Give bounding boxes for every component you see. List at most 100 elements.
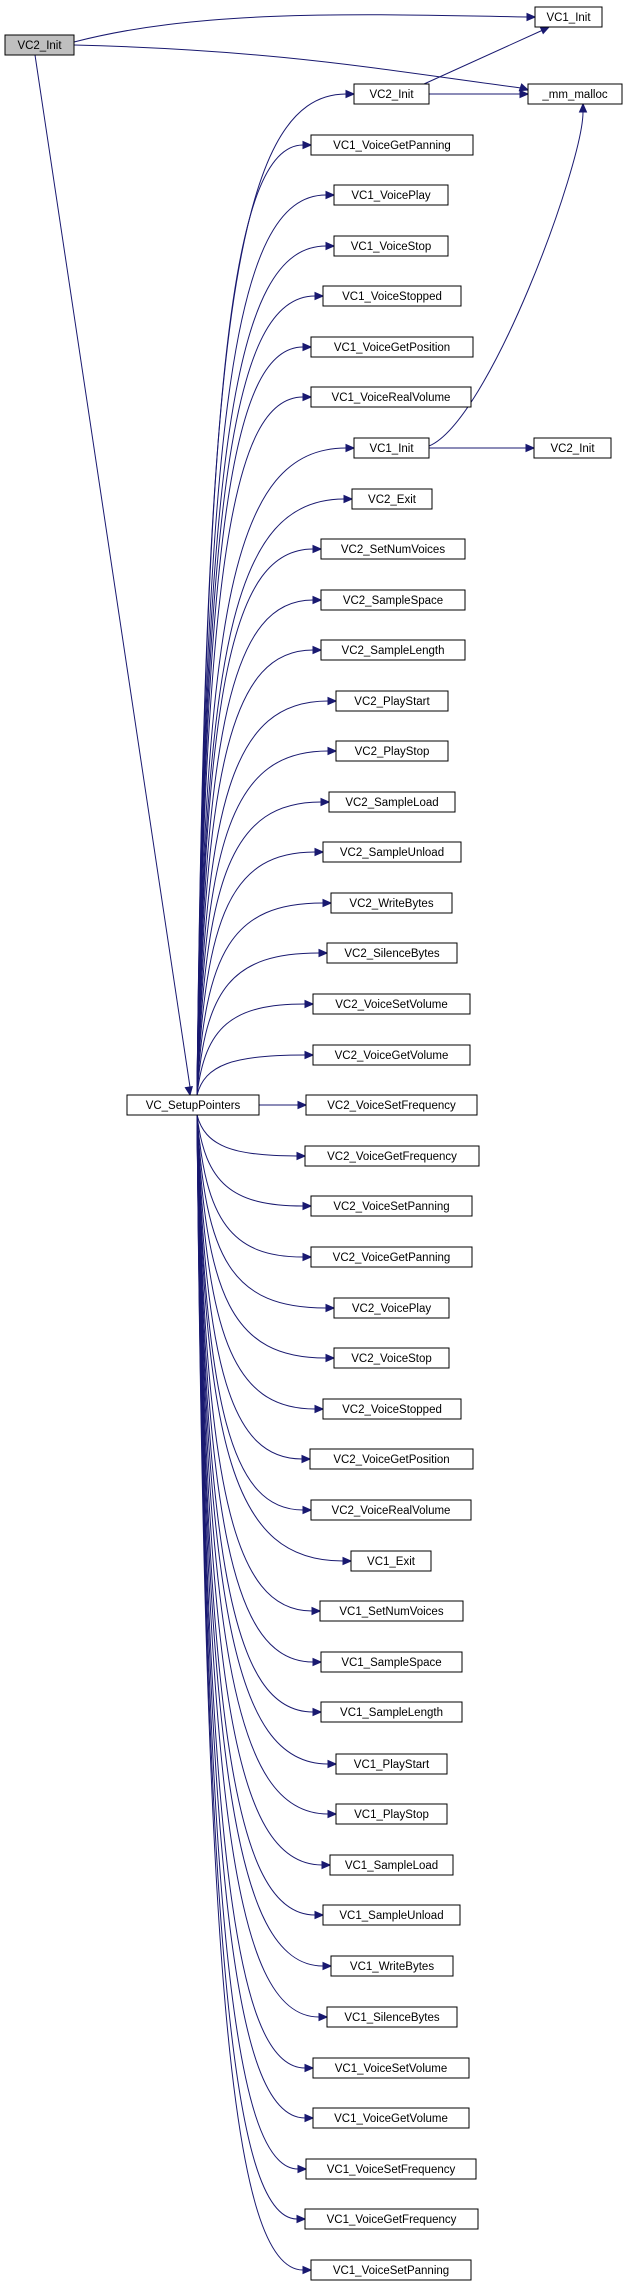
node-label: VC1_SetNumVoices xyxy=(339,1606,443,1618)
graph-node-vc2-init-b[interactable]: VC2_Init xyxy=(353,83,430,105)
node-box xyxy=(305,2158,477,2180)
node-box xyxy=(322,841,462,863)
graph-node-vc2-voicesetpanning[interactable]: VC2_VoiceSetPanning xyxy=(310,1195,473,1217)
graph-node-vc2-voicesetvolume[interactable]: VC2_VoiceSetVolume xyxy=(312,993,471,1015)
graph-node-vc1-voicesetpanning[interactable]: VC1_VoiceSetPanning xyxy=(310,2259,472,2281)
edge-vc_setuppointers-to-vc1_voiceplay xyxy=(196,194,327,1096)
graph-node-vc2-exit[interactable]: VC2_Exit xyxy=(351,488,433,510)
graph-node-vc2-playstart[interactable]: VC2_PlayStart xyxy=(335,690,449,712)
node-label: VC1_VoiceGetPanning xyxy=(333,140,451,152)
edge-vc_setuppointers-to-vc2_playstop xyxy=(196,750,329,1096)
graph-node-vc2-playstop[interactable]: VC2_PlayStop xyxy=(335,740,449,762)
graph-node-vc1-silencebytes[interactable]: VC1_SilenceBytes xyxy=(326,2006,458,2028)
node-label: VC2_VoiceGetVolume xyxy=(335,1050,449,1062)
graph-node-vc1-sampleload[interactable]: VC1_SampleLoad xyxy=(329,1854,454,1876)
edge-vc_setuppointers-to-vc2_playstart xyxy=(196,700,329,1096)
node-box xyxy=(4,34,75,56)
node-box xyxy=(351,488,433,510)
graph-node-vc2-voicerealvolume[interactable]: VC2_VoiceRealVolume xyxy=(310,1499,472,1521)
node-label: VC1_Exit xyxy=(367,1556,416,1568)
edge-vc_setuppointers-to-vc2_voiceplay xyxy=(196,1114,327,1309)
edge-vc_setuppointers-to-vc1_voicesetpanning xyxy=(196,1114,304,2271)
node-box xyxy=(310,1499,472,1521)
graph-node-vc-setuppointers[interactable]: VC_SetupPointers xyxy=(126,1094,260,1116)
arrowhead-vc_setuppointers-to-vc1_samplelength xyxy=(312,1707,323,1717)
node-box xyxy=(333,1347,450,1369)
graph-node-vc1-voicegetvolume[interactable]: VC1_VoiceGetVolume xyxy=(312,2107,470,2129)
node-label: VC1_Init xyxy=(369,443,414,455)
node-label: VC2_VoiceSetPanning xyxy=(333,1201,449,1213)
node-box xyxy=(310,134,474,156)
graph-node-vc1-exit[interactable]: VC1_Exit xyxy=(350,1550,432,1572)
graph-node-vc1-playstart[interactable]: VC1_PlayStart xyxy=(335,1753,448,1775)
node-label: VC2_VoiceStop xyxy=(351,1353,432,1365)
node-box xyxy=(310,2259,472,2281)
node-label: VC1_VoiceSetVolume xyxy=(335,2063,448,2075)
arrowhead-vc_setuppointers-to-vc1_voicerealvolume xyxy=(302,392,313,402)
graph-node-vc1-voicerealvolume[interactable]: VC1_VoiceRealVolume xyxy=(310,386,472,408)
graph-node-vc1-voicegetposition[interactable]: VC1_VoiceGetPosition xyxy=(310,336,474,358)
graph-node-vc2-sampleunload[interactable]: VC2_SampleUnload xyxy=(322,841,462,863)
graph-node-vc2-voicegetvolume[interactable]: VC2_VoiceGetVolume xyxy=(312,1044,471,1066)
graph-node-vc2-voicestop[interactable]: VC2_VoiceStop xyxy=(333,1347,450,1369)
graph-node-vc2-voicesetfrequency[interactable]: VC2_VoiceSetFrequency xyxy=(305,1094,478,1116)
graph-node-vc1-voiceplay[interactable]: VC1_VoicePlay xyxy=(333,184,449,206)
edge-vc_setuppointers-to-vc2_setnumvoices xyxy=(196,548,314,1096)
graph-node-vc2-voicegetposition[interactable]: VC2_VoiceGetPosition xyxy=(309,1448,474,1470)
graph-node-vc1-voicesetvolume[interactable]: VC1_VoiceSetVolume xyxy=(312,2057,470,2079)
graph-node-vc1-voicegetfrequency[interactable]: VC1_VoiceGetFrequency xyxy=(304,2208,479,2230)
arrowhead-root-to-mm_malloc xyxy=(518,83,530,92)
node-label: VC2_SetNumVoices xyxy=(341,544,445,556)
node-label: VC2_SilenceBytes xyxy=(344,948,439,960)
arrowhead-vc_setuppointers-to-vc1_playstop xyxy=(327,1809,338,1819)
graph-node-vc1-init-a[interactable]: VC1_Init xyxy=(534,6,603,28)
node-box xyxy=(350,1550,432,1572)
graph-node-vc2-init-c[interactable]: VC2_Init xyxy=(533,437,612,459)
edge-root-to-mm_malloc xyxy=(73,44,522,89)
graph-node-vc1-samplelength[interactable]: VC1_SampleLength xyxy=(320,1701,463,1723)
node-box xyxy=(312,2107,470,2129)
graph-node-vc1-voicestopped[interactable]: VC1_VoiceStopped xyxy=(322,285,462,307)
graph-node-root[interactable]: VC2_Init xyxy=(4,34,75,56)
edge-vc_setuppointers-to-vc2_samplelength xyxy=(196,649,314,1096)
graph-node-vc1-playstop[interactable]: VC1_PlayStop xyxy=(335,1803,448,1825)
node-box xyxy=(527,83,623,105)
graph-node-vc1-init-b[interactable]: VC1_Init xyxy=(353,437,430,459)
arrowhead-vc_setuppointers-to-vc1_writebytes xyxy=(322,1961,333,1971)
graph-node-vc1-voicestop[interactable]: VC1_VoiceStop xyxy=(333,235,449,257)
graph-node-vc2-voicestopped[interactable]: VC2_VoiceStopped xyxy=(322,1398,462,1420)
node-box xyxy=(309,1448,474,1470)
graph-node-vc2-sampleload[interactable]: VC2_SampleLoad xyxy=(328,791,456,813)
graph-node-vc1-sampleunload[interactable]: VC1_SampleUnload xyxy=(322,1904,461,1926)
arrowhead-vc_setuppointers-to-vc2_voicerealvolume xyxy=(302,1505,313,1515)
graph-node-vc2-samplespace[interactable]: VC2_SampleSpace xyxy=(320,589,466,611)
node-label: VC1_SampleLoad xyxy=(345,1860,438,1872)
graph-node-vc1-voicesetfrequency[interactable]: VC1_VoiceSetFrequency xyxy=(305,2158,477,2180)
graph-node-vc2-writebytes[interactable]: VC2_WriteBytes xyxy=(330,892,453,914)
graph-node-vc2-setnumvoices[interactable]: VC2_SetNumVoices xyxy=(320,538,466,560)
node-label: VC2_VoiceGetPanning xyxy=(333,1252,451,1264)
node-label: VC2_SampleSpace xyxy=(343,595,443,607)
graph-node-vc2-voicegetfrequency[interactable]: VC2_VoiceGetFrequency xyxy=(304,1145,480,1167)
node-label: VC2_VoiceGetPosition xyxy=(333,1454,449,1466)
nodes-layer: VC2_InitVC1_Init_mm_mallocVC2_InitVC1_Vo… xyxy=(4,6,623,2281)
node-box xyxy=(320,538,466,560)
graph-node-vc1-setnumvoices[interactable]: VC1_SetNumVoices xyxy=(319,1600,464,1622)
node-label: VC2_Init xyxy=(550,443,595,455)
node-label: VC2_VoiceSetFrequency xyxy=(327,1100,456,1112)
graph-node-vc1-writebytes[interactable]: VC1_WriteBytes xyxy=(330,1955,454,1977)
graph-node-vc2-silencebytes[interactable]: VC2_SilenceBytes xyxy=(326,942,458,964)
node-box xyxy=(304,1145,480,1167)
graph-node-mm-malloc[interactable]: _mm_malloc xyxy=(527,83,623,105)
arrowhead-vc_setuppointers-to-vc2_setnumvoices xyxy=(312,544,323,554)
graph-node-vc2-samplelength[interactable]: VC2_SampleLength xyxy=(320,639,466,661)
arrowhead-vc_setuppointers-to-vc2_voicesetpanning xyxy=(302,1201,313,1211)
arrowhead-vc_setuppointers-to-vc1_sampleunload xyxy=(314,1910,325,1920)
node-box xyxy=(320,589,466,611)
graph-node-vc1-samplespace[interactable]: VC1_SampleSpace xyxy=(320,1651,463,1673)
graph-node-vc2-voiceplay[interactable]: VC2_VoicePlay xyxy=(333,1297,450,1319)
graph-node-vc2-voicegetpanning[interactable]: VC2_VoiceGetPanning xyxy=(310,1246,473,1268)
edge-vc_setuppointers-to-vc2_exit xyxy=(196,498,345,1096)
graph-node-vc1-voicegetpanning[interactable]: VC1_VoiceGetPanning xyxy=(310,134,474,156)
